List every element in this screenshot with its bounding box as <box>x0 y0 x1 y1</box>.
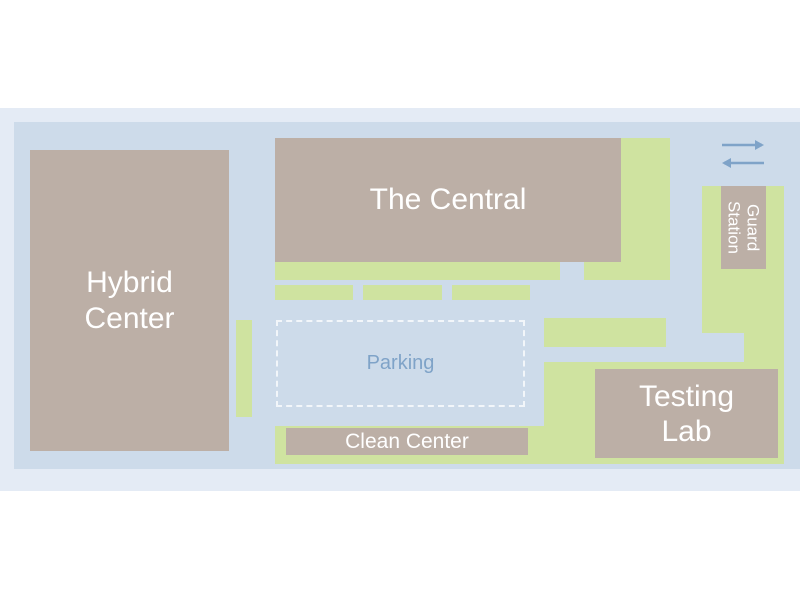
building-testing-lab[interactable]: Testing Lab <box>595 369 778 458</box>
parking-area[interactable]: Parking <box>276 320 525 407</box>
building-label: Hybrid Center <box>84 265 175 335</box>
building-hybrid-center[interactable]: Hybrid Center <box>30 150 229 451</box>
building-guard-station[interactable]: Guard Station <box>721 186 766 269</box>
green-strip <box>452 285 530 300</box>
building-label: The Central <box>369 183 527 216</box>
building-label: Guard Station <box>724 201 763 254</box>
building-label: Clean Center <box>345 429 469 453</box>
parking-label: Parking <box>366 352 435 374</box>
green-strip <box>275 285 353 300</box>
green-area-east-lower <box>744 332 784 362</box>
green-area-central-south <box>275 262 560 280</box>
green-area-middle <box>544 318 666 347</box>
building-the-central[interactable]: The Central <box>275 138 621 262</box>
two-way-traffic-arrows-icon <box>722 140 764 168</box>
green-strip <box>363 285 442 300</box>
green-strip-west <box>236 320 252 417</box>
building-clean-center[interactable]: Clean Center <box>286 428 528 455</box>
building-label: Testing Lab <box>638 379 735 448</box>
